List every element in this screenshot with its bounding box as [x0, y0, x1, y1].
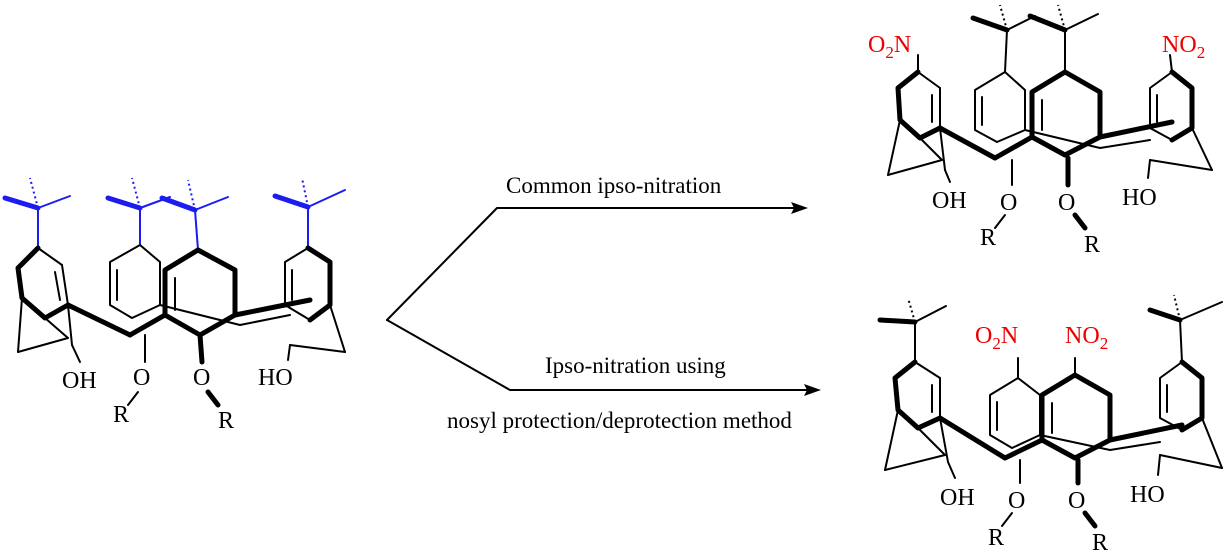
ether-o-label-right: O	[193, 365, 210, 391]
oh-label-bottom-right: HO	[1130, 482, 1165, 508]
r-label-top-left: R	[980, 225, 996, 251]
arrow-bottom	[386, 319, 809, 391]
aryl-ring-top-back	[974, 71, 1026, 143]
oh-label-right: HO	[258, 365, 293, 391]
r-label-left: R	[113, 402, 129, 428]
tbutyl-group-top-2	[1027, 4, 1099, 73]
aryl-ring-top-right	[1149, 54, 1213, 171]
r-label-top-right: R	[1084, 232, 1100, 258]
product-top-calixarene: O2N NO2 OH HO O O R R	[868, 4, 1213, 258]
product-bottom-calixarene: O2N NO2 OH HO O O R R	[877, 294, 1223, 555]
aryl-ring-bottom-left	[884, 359, 949, 471]
arrow-bottom-head	[804, 384, 821, 396]
r-label-right: R	[218, 408, 234, 434]
condition-bottom-line2: nosyl protection/deprotection method	[447, 408, 792, 433]
tbutyl-group-top-1	[970, 4, 1036, 73]
nitro-label-top-right: NO2	[1162, 32, 1205, 62]
oh-label-bottom-left: OH	[940, 485, 975, 511]
tbutyl-group-2	[105, 177, 171, 246]
methylene-bridges-bottom	[937, 415, 1185, 461]
r-label-bottom-left: R	[988, 525, 1004, 551]
aryl-ring-left	[15, 245, 73, 353]
ether-o-label-top-right: O	[1058, 190, 1075, 216]
tbutyl-group-3	[159, 179, 229, 251]
aryl-ring-right	[284, 245, 346, 353]
tbutyl-group-bottom-right	[1147, 294, 1223, 363]
oh-label-top-right: HO	[1122, 185, 1157, 211]
methylene-bridges	[65, 297, 313, 338]
reaction-arrows	[386, 202, 821, 396]
aryl-ring-back-left	[109, 244, 161, 319]
ether-o-label-left: O	[133, 365, 150, 391]
arrow-top	[386, 207, 796, 321]
r-label-bottom-right: R	[1092, 530, 1108, 555]
ether-o-label-top-left: O	[1000, 190, 1017, 216]
tbutyl-group-1	[2, 177, 71, 249]
arrow-top-head	[791, 202, 808, 214]
nitro-label-top-left: O2N	[868, 32, 911, 62]
phenol-and-ether-bonds-bottom	[947, 454, 1161, 529]
nitro-label-bottom-right: NO2	[1065, 323, 1108, 353]
tbutyl-group-4	[272, 177, 346, 249]
starting-calixarene: OH HO O O R R	[2, 177, 346, 434]
ether-o-label-bottom-right: O	[1068, 488, 1085, 514]
condition-bottom-line1: Ipso-nitration using	[545, 353, 726, 378]
oh-label-top-left: OH	[932, 188, 967, 214]
nitro-label-bottom-left: O2N	[975, 323, 1018, 353]
aryl-ring-bottom-front	[1039, 357, 1113, 461]
aryl-ring-bottom-right	[1159, 359, 1223, 469]
aryl-ring-bottom-back	[989, 357, 1041, 449]
ether-o-label-bottom-left: O	[1008, 488, 1025, 514]
oh-label-left: OH	[62, 368, 97, 394]
methylene-bridges-top	[937, 119, 1175, 161]
phenol-and-ether-bonds	[71, 332, 291, 408]
aryl-ring-front	[162, 247, 238, 338]
tbutyl-group-bottom-left	[877, 297, 947, 363]
condition-top: Common ipso-nitration	[506, 173, 722, 198]
aryl-ring-top-front	[1029, 69, 1103, 158]
aryl-ring-top-left	[887, 54, 946, 176]
phenol-and-ether-bonds-top	[944, 155, 1151, 231]
